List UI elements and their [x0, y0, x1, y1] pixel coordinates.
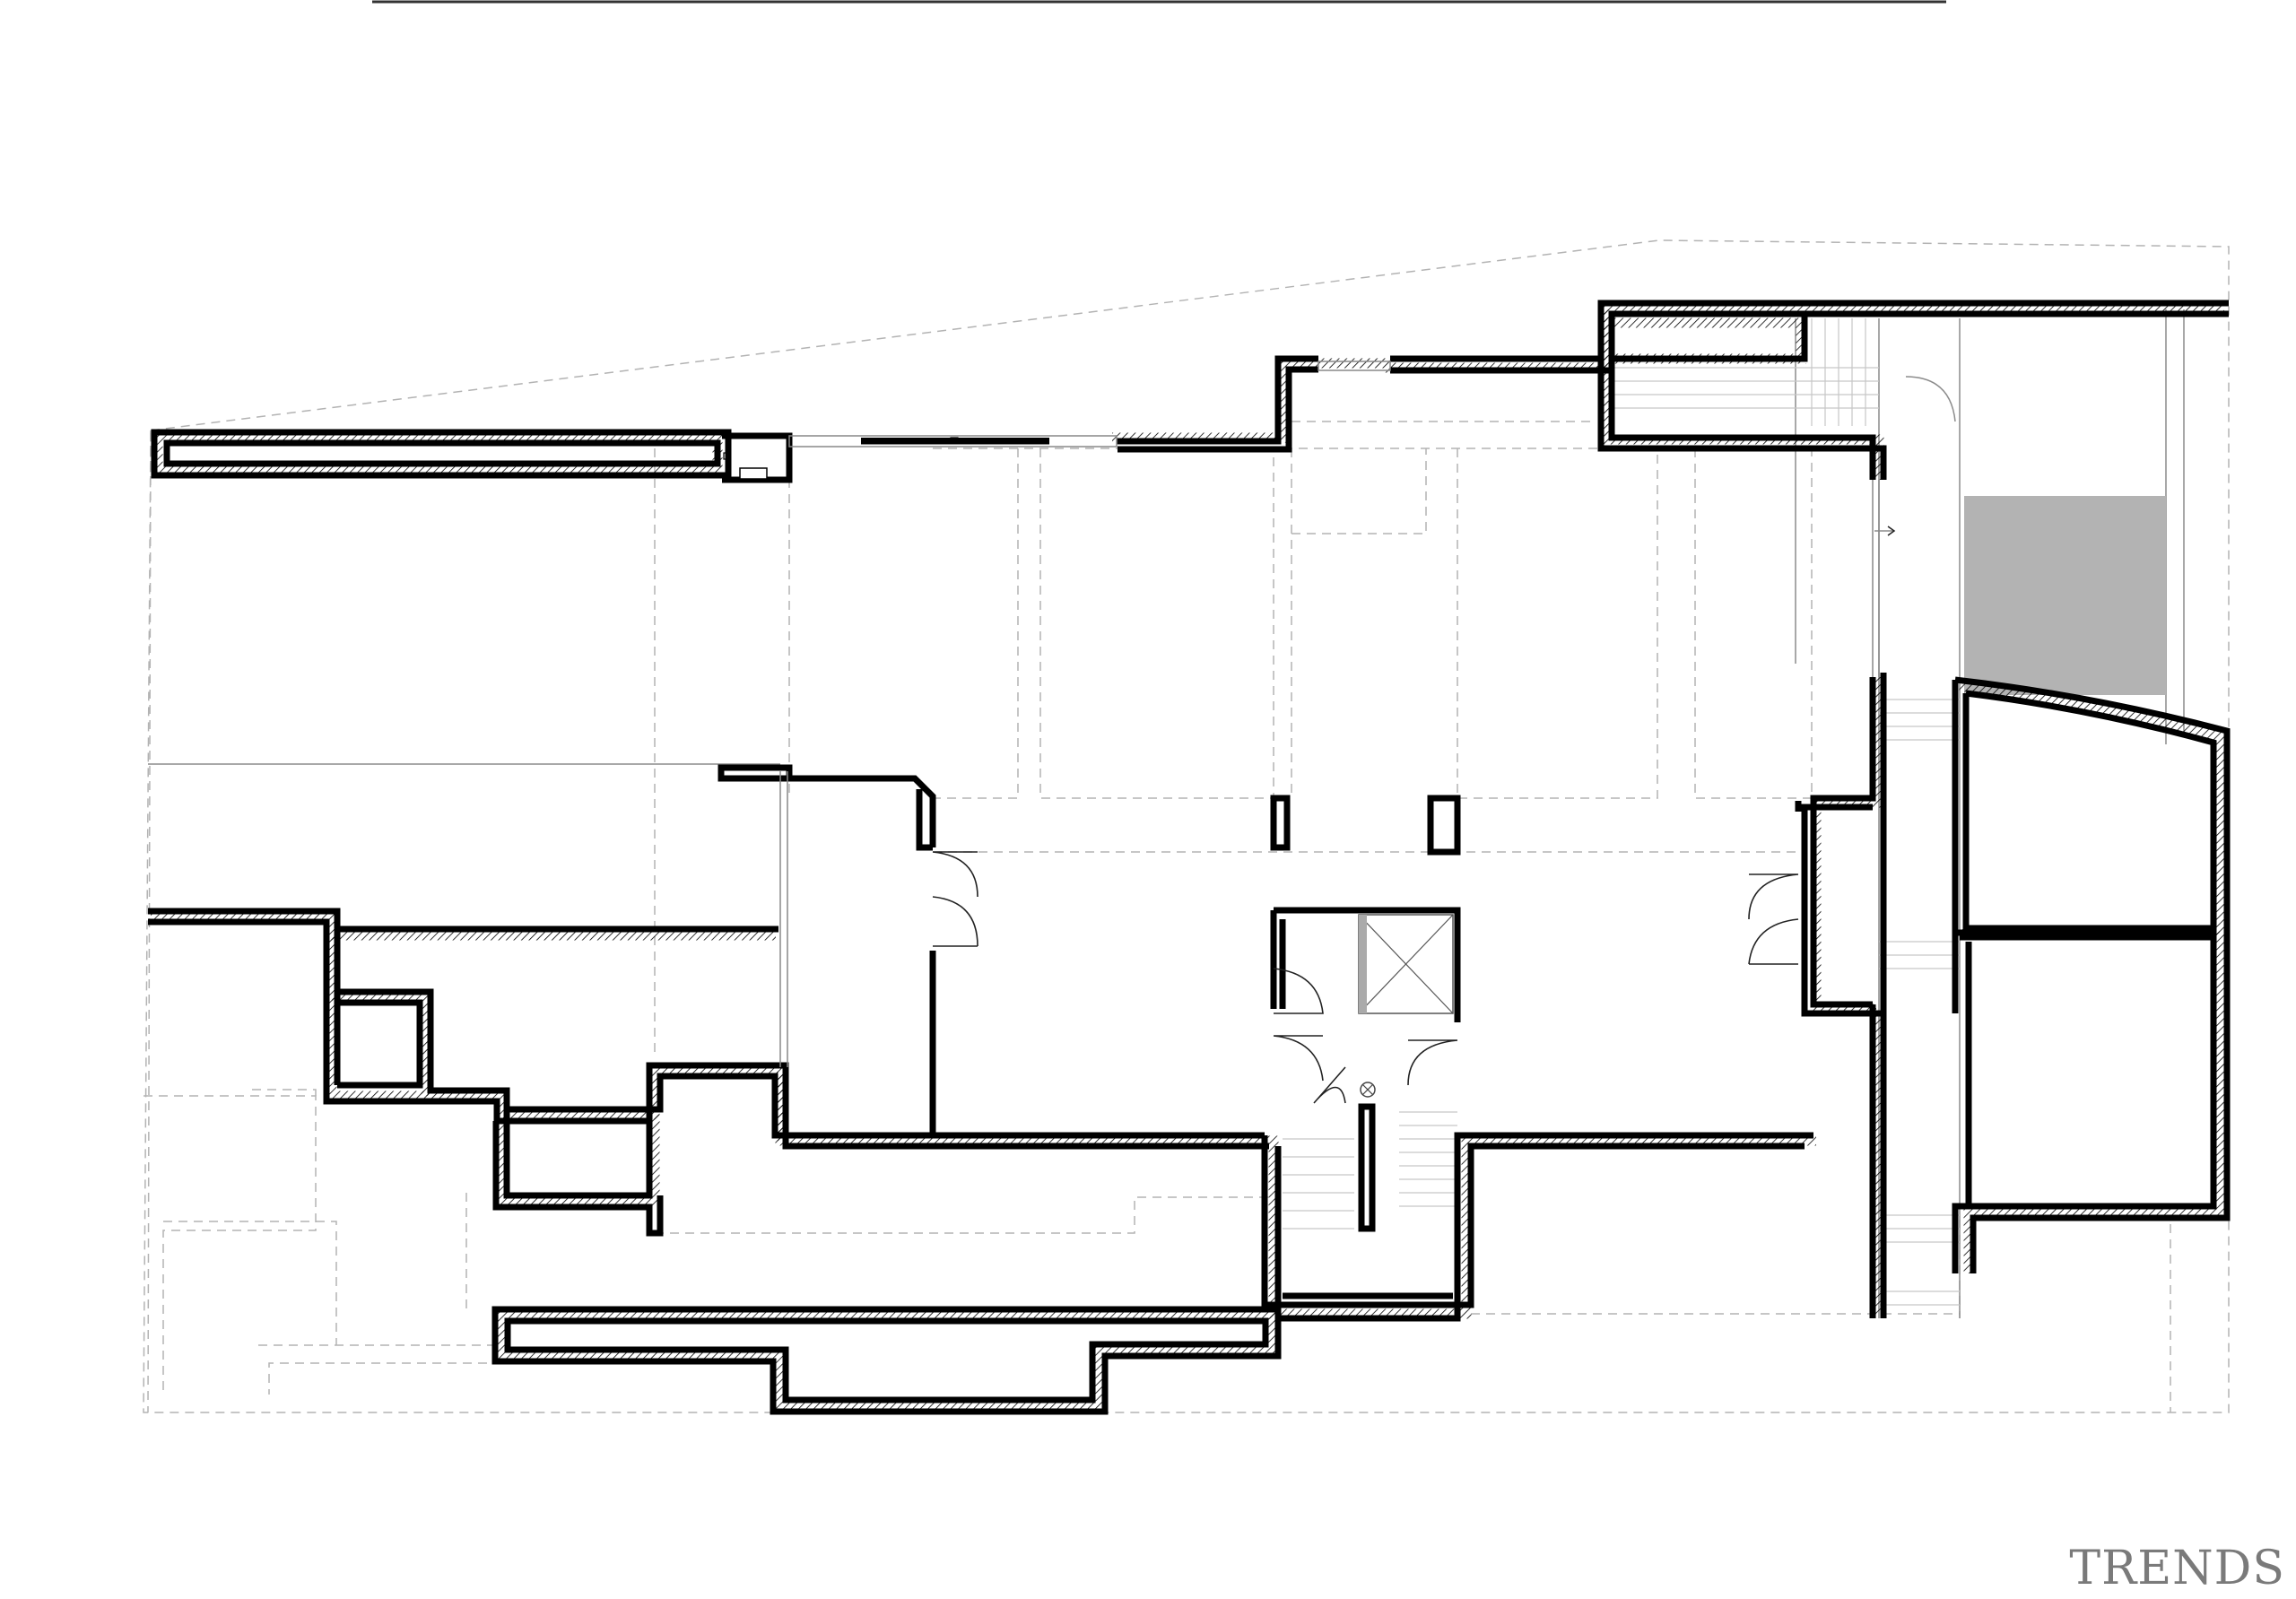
interior-zone-lines	[148, 421, 1813, 1058]
glazing	[779, 361, 1880, 1067]
door-swings	[932, 851, 1799, 1104]
annex-lines	[1795, 309, 2185, 1318]
shaded-zone	[1964, 496, 2166, 695]
site-boundary-lines	[143, 239, 2230, 1413]
lift-shaft	[1358, 914, 1454, 1014]
fixtures	[723, 437, 959, 480]
trends-watermark: TRENDS	[2069, 1542, 2285, 1595]
stair-treads	[1283, 318, 1960, 1306]
